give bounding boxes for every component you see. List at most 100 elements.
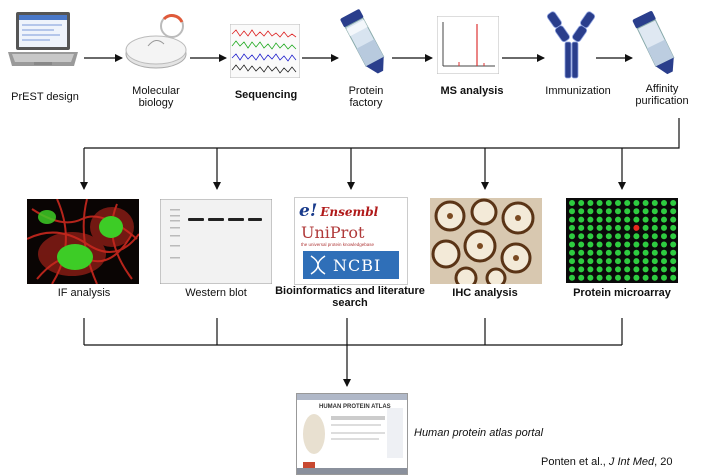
microarray-spot xyxy=(587,224,594,231)
microarray-spot xyxy=(661,224,667,231)
microarray-spot xyxy=(642,200,649,206)
microarray-spot xyxy=(661,241,667,248)
microarray-spot xyxy=(615,241,621,248)
microarray-spot xyxy=(569,208,575,215)
microarray-spot xyxy=(596,274,603,281)
ihc-tissue-image xyxy=(430,198,542,284)
uniprot-tagline: the universal protein knowledgebase xyxy=(301,242,375,247)
microarray-spot xyxy=(661,258,667,265)
microarray-spot xyxy=(651,200,658,206)
antibody-icon xyxy=(546,11,596,79)
microarray-spot xyxy=(578,258,585,265)
purification-tube-icon xyxy=(632,11,675,75)
microarray-spot xyxy=(596,200,603,206)
microarray-spot xyxy=(587,258,594,265)
protein-microarray-image xyxy=(566,198,678,283)
microarray-spot xyxy=(651,233,658,240)
microarray-spot xyxy=(642,216,649,223)
line-affinity-down xyxy=(84,118,680,149)
portal-screen-title: HUMAN PROTEIN ATLAS xyxy=(319,404,391,410)
sequencing-trace-icon xyxy=(230,24,300,78)
microarray-spot xyxy=(624,233,631,240)
microarray-spot xyxy=(578,249,585,256)
label-portal: Human protein atlas portal xyxy=(414,427,544,439)
microarray-spot xyxy=(605,216,612,223)
microarray-spot xyxy=(615,249,621,256)
microarray-spot xyxy=(605,241,612,248)
microarray-spot xyxy=(670,224,677,231)
microarray-spot xyxy=(661,216,667,223)
microarray-spot xyxy=(587,200,594,206)
microarray-spot xyxy=(624,241,631,248)
microarray-spot xyxy=(615,274,621,281)
microarray-spot xyxy=(633,200,640,206)
microarray-spot xyxy=(661,208,667,215)
microarray-spot xyxy=(578,200,585,206)
microarray-spot xyxy=(633,233,640,240)
microarray-spot xyxy=(670,208,677,215)
microarray-spot xyxy=(578,224,585,231)
plasmid-dish-icon xyxy=(125,14,187,69)
label-if-analysis: IF analysis xyxy=(57,287,111,299)
microarray-spot xyxy=(642,274,649,281)
microarray-spot xyxy=(624,224,631,231)
microarray-spot xyxy=(596,266,603,273)
label-western-blot: Western blot xyxy=(185,287,247,299)
microarray-spot xyxy=(569,233,575,240)
microarray-spot xyxy=(651,258,658,265)
label-affinity-purification: Affinity purification xyxy=(635,83,689,107)
microarray-spot xyxy=(624,258,631,265)
microarray-spot xyxy=(624,274,631,281)
microarray-spot xyxy=(578,266,585,273)
label-ihc-analysis: IHC analysis xyxy=(452,287,518,299)
label-prest-design: PrEST design xyxy=(11,91,79,103)
microarray-spot xyxy=(624,249,631,256)
microarray-spot xyxy=(624,208,631,215)
microarray-spot-red xyxy=(633,224,640,231)
microarray-spot xyxy=(605,208,612,215)
ensembl-logo: Ensembl xyxy=(320,205,379,219)
microarray-spot xyxy=(642,224,649,231)
microarray-spot xyxy=(578,241,585,248)
protein-factory-tube-icon xyxy=(340,9,385,74)
microarray-spot xyxy=(587,241,594,248)
microarray-spot xyxy=(633,249,640,256)
microarray-spot xyxy=(633,274,640,281)
microarray-spot xyxy=(578,208,585,215)
microarray-spot xyxy=(651,224,658,231)
label-protein-factory: Protein factory xyxy=(348,85,384,109)
microarray-spot xyxy=(661,200,667,206)
microarray-spot xyxy=(615,224,621,231)
citation-authors: Ponten et al., xyxy=(541,456,609,468)
microarray-spot xyxy=(651,266,658,273)
microarray-spot xyxy=(596,208,603,215)
microarray-spot xyxy=(615,216,621,223)
ncbi-label: NCBI xyxy=(333,256,382,275)
microarray-spot xyxy=(615,266,621,273)
microarray-spot xyxy=(633,241,640,248)
microarray-spot xyxy=(633,216,640,223)
microarray-spot xyxy=(587,266,594,273)
microarray-spot xyxy=(569,241,575,248)
bioinformatics-logos-panel: e!Ensembl UniProt the universal protein … xyxy=(294,197,408,285)
if-analysis-image xyxy=(27,199,139,284)
microarray-spot xyxy=(569,274,575,281)
microarray-spot xyxy=(624,216,631,223)
microarray-spot xyxy=(605,249,612,256)
microarray-spot xyxy=(605,258,612,265)
microarray-spot xyxy=(587,249,594,256)
microarray-spot xyxy=(642,208,649,215)
microarray-spot xyxy=(624,266,631,273)
microarray-spot xyxy=(578,274,585,281)
citation-year: , 20 xyxy=(654,456,673,468)
microarray-spot xyxy=(578,216,585,223)
microarray-spot xyxy=(587,274,594,281)
microarray-spot xyxy=(624,200,631,206)
microarray-spot xyxy=(651,249,658,256)
microarray-spot xyxy=(596,258,603,265)
microarray-spot xyxy=(651,241,658,248)
ensembl-e-logo: e! xyxy=(299,201,318,221)
microarray-spot xyxy=(569,216,575,223)
microarray-spot xyxy=(605,233,612,240)
